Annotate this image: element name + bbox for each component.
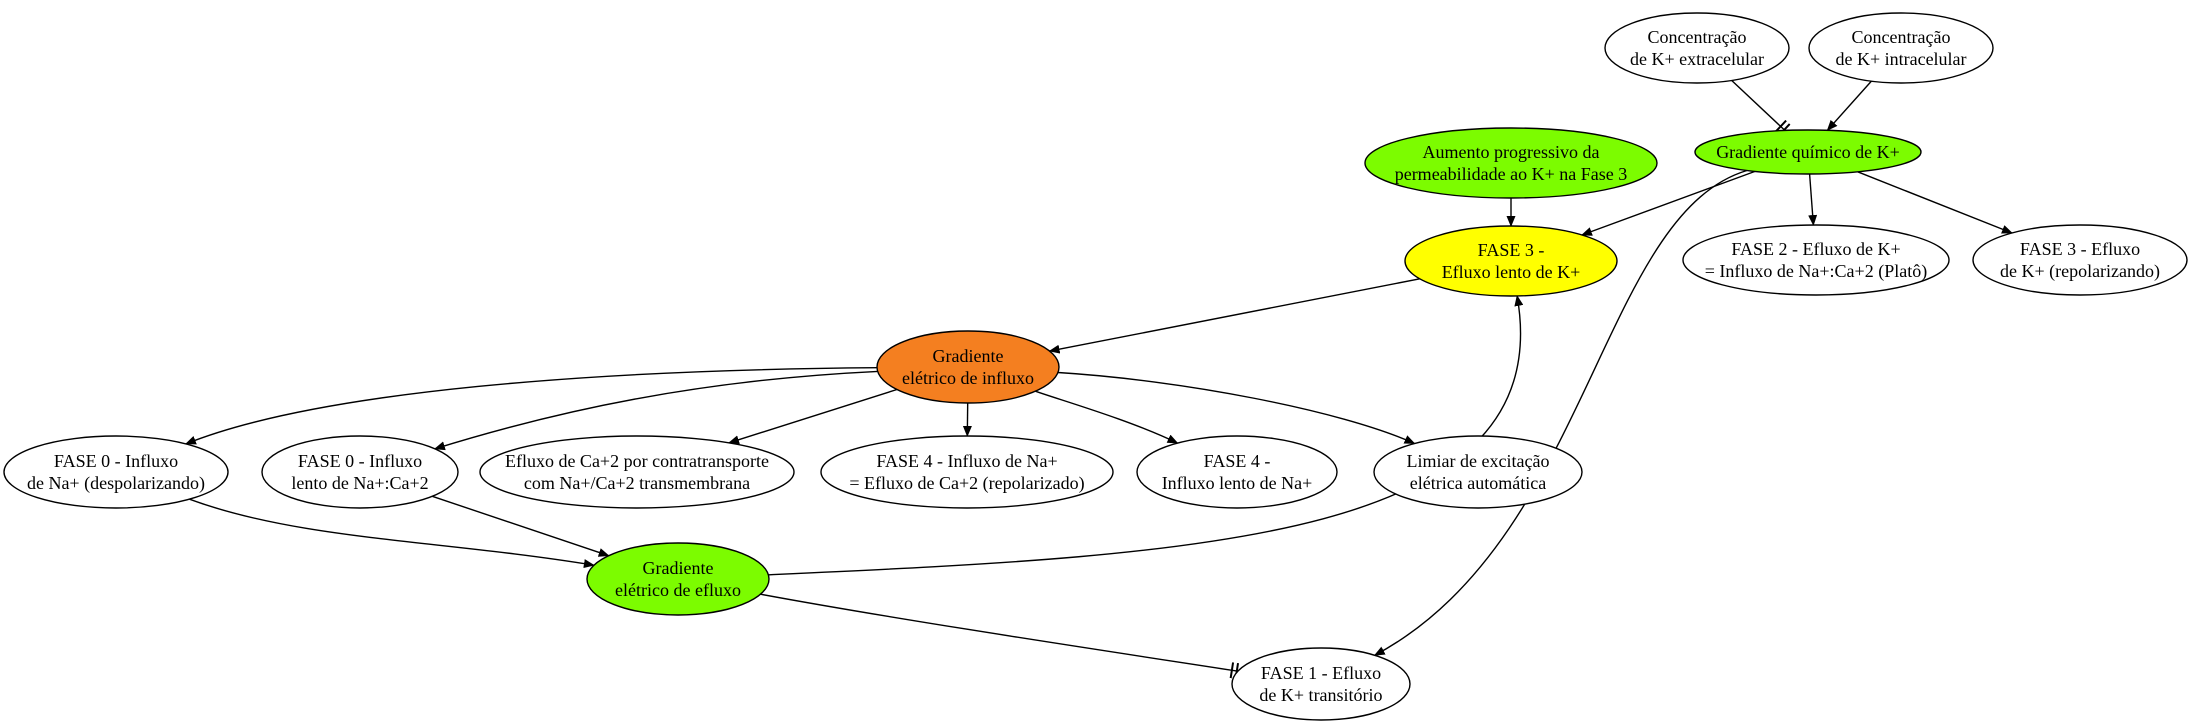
node-fase2: FASE 2 - Efluxo de K+= Influxo de Na+:Ca… [1682,224,1950,296]
node-limiar-label-2: elétrica automática [1410,473,1546,493]
node-grad-quimico-label-1: Gradiente químico de K+ [1716,142,1900,162]
node-grad-influxo-shape [876,330,1060,404]
node-fase2-label-1: FASE 2 - Efluxo de K+ [1731,239,1900,259]
node-fase1-shape [1231,647,1411,721]
node-fase0-na-label-2: de Na+ (despolarizando) [27,473,205,494]
node-conc-int-shape [1808,12,1994,84]
node-aumento-label-2: permeabilidade ao K+ na Fase 3 [1395,164,1628,184]
node-fase4-lento-label-2: Influxo lento de Na+ [1162,473,1313,493]
node-efluxo-ca-label-1: Efluxo de Ca+2 por contratransporte [505,451,769,471]
node-fase2-shape [1682,224,1950,296]
node-fase4-na-shape [820,435,1114,509]
node-fase0-na-shape [3,435,229,509]
node-efluxo-ca-shape [479,435,795,509]
edge-grad-quimico-to-fase2 [1808,173,1818,226]
node-fase4-na: FASE 4 - Influxo de Na+= Efluxo de Ca+2 … [820,435,1114,509]
node-conc-int-label-1: Concentração [1852,27,1951,47]
node-efluxo-ca-label-2: com Na+/Ca+2 transmembrana [524,473,750,493]
node-grad-efluxo-label-2: elétrico de efluxo [615,580,741,600]
node-fase1-label-1: FASE 1 - Efluxo [1261,663,1381,683]
edge-grad-influxo-to-limiar [1057,371,1416,445]
edge-conc-int-to-grad-quimico [1826,80,1872,132]
edges-layer [184,79,2013,680]
node-grad-quimico-shape [1694,129,1922,175]
node-aumento-label-1: Aumento progressivo da [1423,142,1600,162]
node-fase0-lento-label-2: lento de Na+:Ca+2 [291,473,428,493]
node-fase4-na-label-2: = Efluxo de Ca+2 (repolarizado) [849,473,1084,494]
node-fase0-na-label-1: FASE 0 - Influxo [54,451,178,471]
node-fase3-lento: FASE 3 -Efluxo lento de K+ [1404,225,1618,297]
edge-grad-quimico-to-fase1 [1373,169,1748,656]
node-conc-ext-label-2: de K+ extracelular [1630,49,1764,69]
edge-grad-efluxo-to-fase1 [760,593,1240,680]
node-fase3-efluxo-label-2: de K+ (repolarizando) [2000,261,2160,282]
edge-fase0-na-to-grad-efluxo [189,498,595,569]
node-fase4-lento: FASE 4 -Influxo lento de Na+ [1136,435,1338,509]
edge-grad-influxo-to-fase0-na [184,367,878,445]
node-conc-ext-shape [1604,12,1790,84]
node-fase2-label-2: = Influxo de Na+:Ca+2 (Platô) [1705,261,1927,282]
node-limiar-label-1: Limiar de excitação [1407,451,1550,471]
edge-grad-efluxo-to-fase3-lento [768,294,1524,576]
node-limiar-shape [1373,435,1583,509]
node-fase0-lento-shape [261,435,459,509]
node-fase3-efluxo-shape [1972,224,2188,296]
node-grad-efluxo-shape [586,542,770,616]
node-fase3-lento-label-1: FASE 3 - [1478,240,1545,260]
node-fase3-lento-shape [1404,225,1618,297]
node-fase0-lento-label-1: FASE 0 - Influxo [298,451,422,471]
node-grad-influxo-label-2: elétrico de influxo [902,368,1034,388]
node-fase4-na-label-1: FASE 4 - Influxo de Na+ [876,451,1057,471]
edge-grad-influxo-to-fase4-lento [1035,390,1179,444]
edge-grad-influxo-to-fase0-lento [433,370,878,451]
node-fase3-efluxo-label-1: FASE 3 - Efluxo [2020,239,2140,259]
node-fase3-lento-label-2: Efluxo lento de K+ [1442,262,1581,282]
node-grad-efluxo-label-1: Gradiente [643,558,714,578]
node-conc-ext-label-1: Concentração [1648,27,1747,47]
node-aumento-shape [1364,127,1658,199]
edge-fase0-lento-to-grad-efluxo [432,495,610,557]
edge-grad-influxo-to-efluxo-ca [728,388,898,445]
node-conc-int-label-2: de K+ intracelular [1835,49,1966,69]
node-grad-influxo-label-1: Gradiente [933,346,1004,366]
node-fase4-lento-shape [1136,435,1338,509]
node-grad-quimico: Gradiente químico de K+ [1694,129,1922,175]
edge-conc-ext-to-grad-quimico [1731,79,1791,137]
edge-fase3-lento-to-grad-influxo [1048,278,1420,354]
edge-grad-quimico-to-fase3-efluxo [1857,171,2013,234]
node-fase1-label-2: de K+ transitório [1259,685,1382,705]
node-fase4-lento-label-1: FASE 4 - [1204,451,1271,471]
edge-grad-quimico-to-fase3-lento [1580,170,1756,236]
